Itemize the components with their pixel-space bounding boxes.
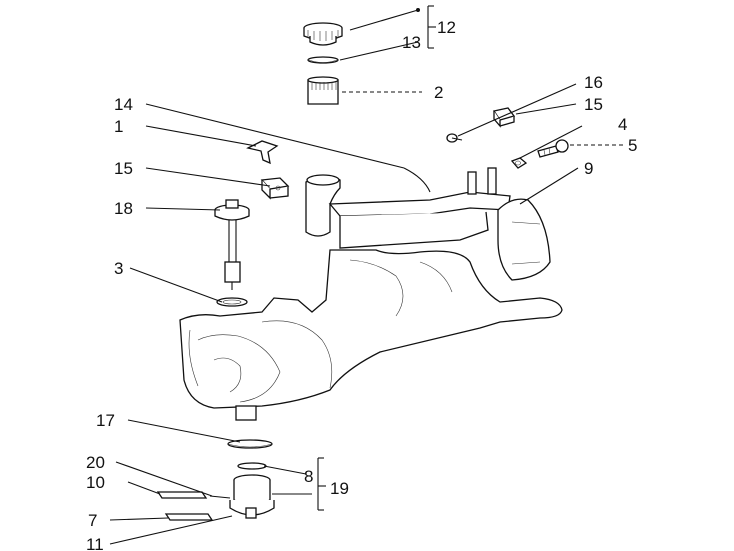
clip-nut-middle-part [260,177,290,200]
fuel-tap-part [229,474,275,519]
callout-14: 14 [114,95,133,114]
callout-4: 4 [618,115,627,134]
cap-gasket-part [307,56,339,64]
clip-part [209,495,231,499]
strainer-part [156,491,208,499]
callout-5: 5 [628,136,637,155]
callout-12: 12 [437,18,456,37]
callout-8: 8 [304,467,313,486]
filter-part [307,76,339,105]
callout-7: 7 [88,511,97,530]
callout-17: 17 [96,411,115,430]
washer-part [510,157,528,169]
tap-gasket-part [237,462,267,470]
small-screw-part [446,133,463,143]
callout-15-top: 15 [584,95,603,114]
callout-20: 20 [86,453,105,472]
clip-nut-top-part [492,107,516,128]
callout-1: 1 [114,117,123,136]
callout-9: 9 [584,159,593,178]
callout-18: 18 [114,199,133,218]
callout-11: 11 [86,535,104,551]
callout-10: 10 [86,473,105,492]
fuel-tank-part [179,167,563,421]
bolt-part [537,139,569,158]
callout-15-middle: 15 [114,159,133,178]
callout-13: 13 [402,33,421,52]
tank-cap-part [303,22,343,46]
fuel-sender-part [214,199,250,290]
callout-2: 2 [434,83,443,102]
callout-3: 3 [114,259,123,278]
callout-16: 16 [584,73,603,92]
callout-19: 19 [330,479,349,498]
sender-oring-part [216,297,248,307]
callout-labels: 12 13 2 16 15 14 1 4 5 9 15 18 3 17 20 8… [86,18,637,551]
clamp-part [246,140,279,165]
filter-screen-part [164,513,214,521]
leader-lines [109,5,624,545]
